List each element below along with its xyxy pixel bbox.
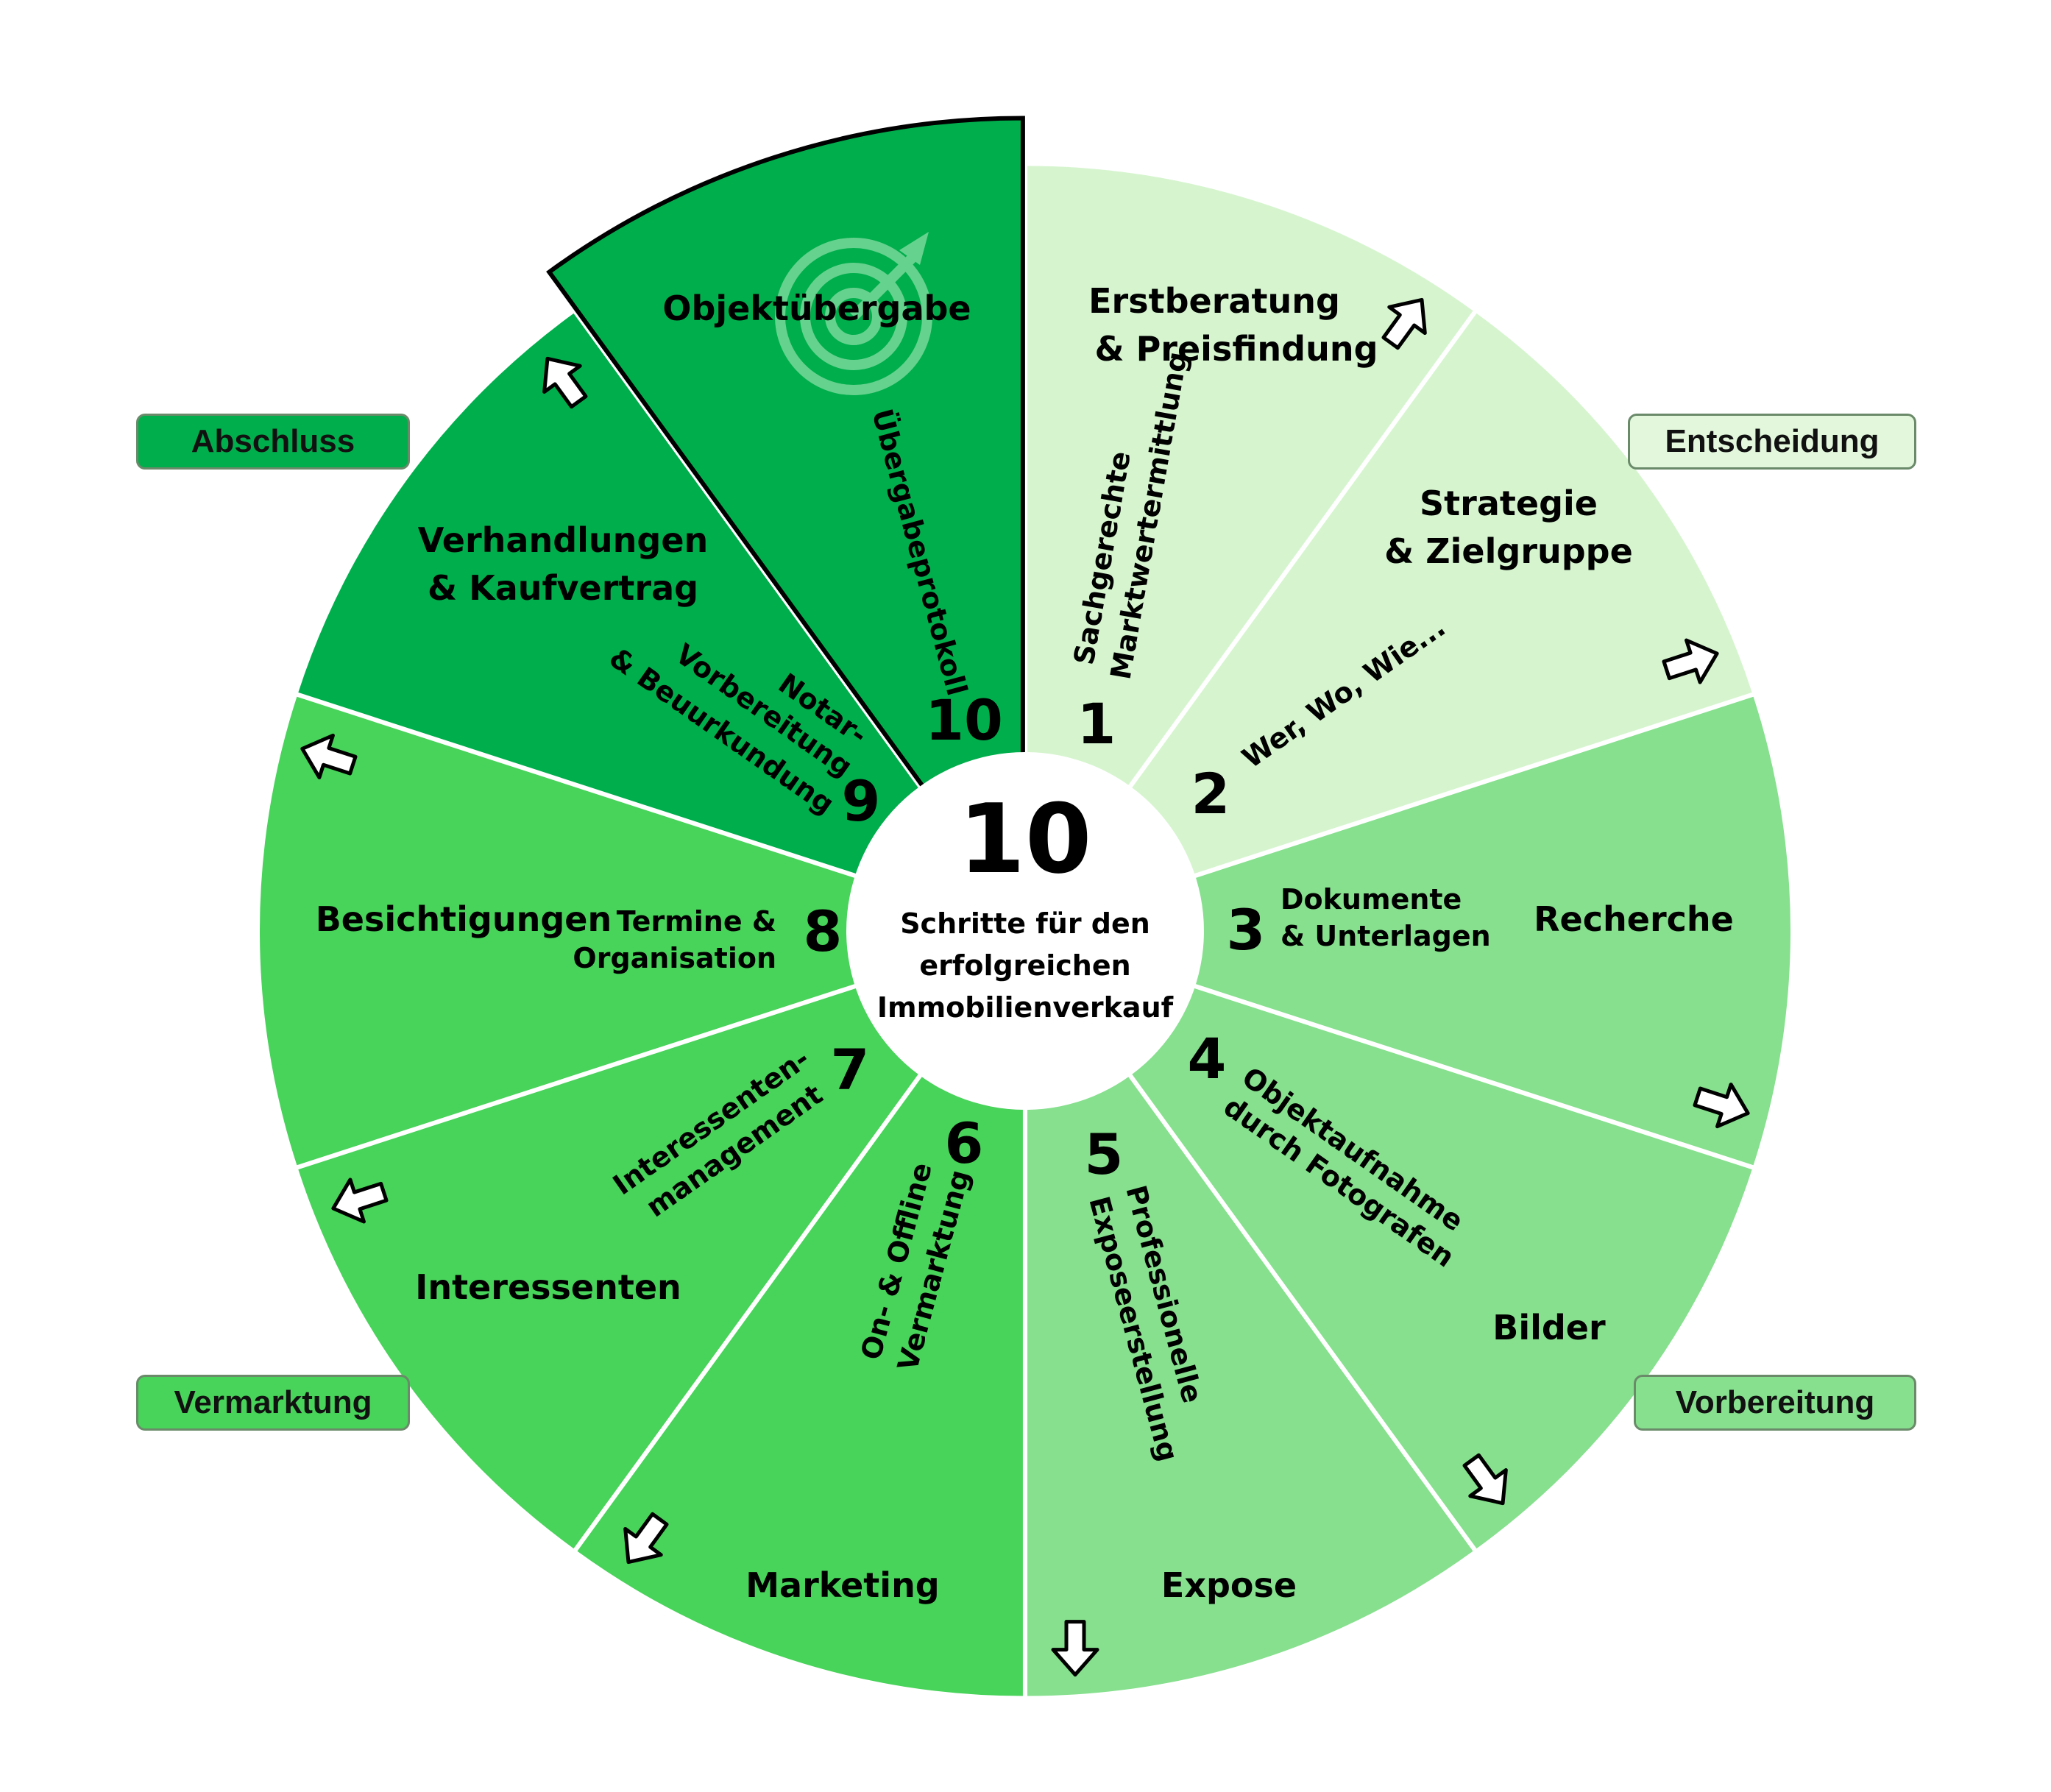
step-3-number: 3 xyxy=(1227,897,1266,963)
step-6-number: 6 xyxy=(945,1111,984,1176)
target-arrow-icon xyxy=(775,232,932,395)
hollow-arrow-icon xyxy=(331,1177,389,1224)
center-line-1: Schritte für den xyxy=(900,907,1150,940)
wheel-segments xyxy=(259,116,1790,1696)
step-4-title: Bilder xyxy=(1492,1308,1606,1347)
phase-vorbereitung: Vorbereitung xyxy=(1634,1375,1916,1431)
flow-arrows xyxy=(300,297,1750,1677)
center-line-3: Immobilienverkauf xyxy=(877,991,1174,1024)
phase-entscheidung: Entscheidung xyxy=(1628,414,1916,470)
step-1-title-line1: Erstberatung xyxy=(1088,281,1340,321)
step-7-number: 7 xyxy=(831,1037,870,1102)
segment-step-5 xyxy=(1027,938,1473,1696)
center-line-2: erfolgreichen xyxy=(919,949,1130,982)
step-7-title: Interessenten xyxy=(415,1267,681,1307)
step-10-title: Objektübergabe xyxy=(662,288,971,328)
step-8-title: Besichtigungen xyxy=(316,899,612,939)
center-number: 10 xyxy=(959,783,1092,895)
hollow-arrow-icon xyxy=(300,733,358,779)
step-8-sub-line1: Termine & xyxy=(617,905,776,938)
segment-step-3 xyxy=(1032,696,1790,1166)
step-8-sub-line2: Organisation xyxy=(573,942,776,974)
step-9-title-line2: & Kaufvertrag xyxy=(428,568,698,608)
hollow-arrow-icon xyxy=(1462,1453,1508,1506)
step-6-title: Marketing xyxy=(745,1565,940,1605)
segment-step-2 xyxy=(1031,313,1752,927)
segment-step-6 xyxy=(577,938,1023,1696)
step-8-number: 8 xyxy=(804,899,843,964)
phase-abschluss: Abschluss xyxy=(136,414,410,470)
step-3-title: Recherche xyxy=(1534,899,1734,939)
step-3-sub-line1: Dokumente xyxy=(1280,883,1462,916)
step-4-number: 4 xyxy=(1188,1026,1227,1091)
segment-step-9 xyxy=(298,313,1019,927)
phase-vermarktung: Vermarktung xyxy=(136,1375,410,1431)
step-2-title-line1: Strategie xyxy=(1420,484,1598,523)
hollow-arrow-icon xyxy=(1693,1083,1750,1129)
segment-step-4 xyxy=(1031,935,1752,1549)
hollow-arrow-icon xyxy=(1381,297,1427,350)
step-1-number: 1 xyxy=(1077,691,1116,757)
step-3-sub-line2: & Unterlagen xyxy=(1280,920,1491,952)
segment-step-1 xyxy=(1027,166,1473,924)
step-9-title-line1: Verhandlungen xyxy=(418,520,709,560)
step-2-title-line2: & Zielgruppe xyxy=(1384,531,1633,571)
segment-step-7 xyxy=(298,935,1019,1549)
center-disc xyxy=(846,752,1204,1110)
hollow-arrow-icon xyxy=(1051,1620,1099,1677)
step-9-number: 9 xyxy=(842,768,881,834)
segment-step-8 xyxy=(259,696,1018,1166)
step-5-title: Expose xyxy=(1161,1565,1297,1605)
step-10-number: 10 xyxy=(925,687,1003,753)
hollow-arrow-icon xyxy=(623,1512,669,1565)
hollow-arrow-icon xyxy=(542,356,588,409)
hollow-arrow-icon xyxy=(1662,638,1719,684)
step-2-number: 2 xyxy=(1191,761,1230,826)
step-5-number: 5 xyxy=(1085,1122,1124,1187)
step-1-title-line2: & Preisfindung xyxy=(1094,329,1378,369)
